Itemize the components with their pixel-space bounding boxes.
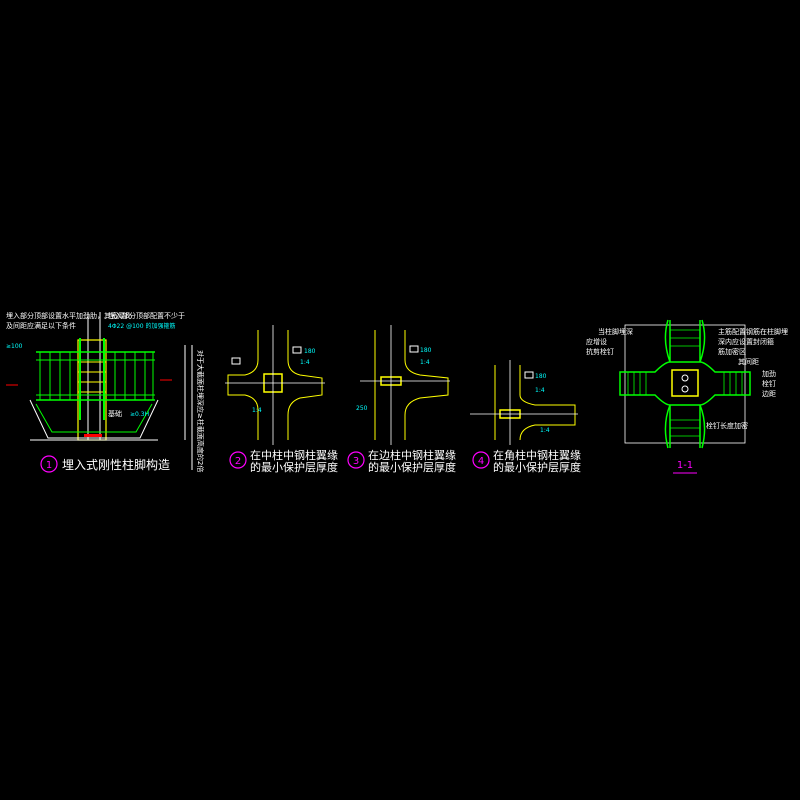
label-a: 加劲	[762, 369, 776, 378]
note-left-3: 抗剪栓钉	[586, 347, 614, 356]
label-c: 边距	[762, 389, 776, 398]
detail4-corner-column: 180 1:4 1:4 4 在角柱中钢柱翼缘 的最小保护层厚度	[470, 360, 581, 474]
detail-number: 3	[353, 456, 359, 467]
steel-column-outline	[77, 339, 107, 441]
note-top-right-2: 4Φ22 @100 的加强箍筋	[108, 322, 175, 330]
detail-number-circle	[347, 451, 365, 469]
concrete-outline	[227, 330, 323, 440]
base-value: ≥0.3H	[130, 411, 149, 418]
label-b: 栓钉	[762, 379, 776, 388]
dim-marker	[292, 346, 302, 354]
note-right-2: 深内应设置封闭箍	[718, 337, 774, 346]
dim-c: 250	[356, 405, 368, 412]
stirrups-group	[39, 352, 154, 400]
foundation-outline	[29, 399, 159, 439]
caption-line1: 在角柱中钢柱翼缘	[493, 448, 581, 462]
dim-a: 180	[304, 348, 316, 355]
note-top-right: 埋入部分顶部配置不少于	[108, 311, 185, 320]
dim-c: 1:4	[540, 427, 550, 434]
concrete-outline	[494, 365, 576, 441]
caption-line2: 的最小保护层厚度	[250, 460, 338, 474]
dim-c: 1:4	[252, 407, 262, 414]
label-bottom: 栓钉长度加密	[706, 421, 748, 430]
note-left-2: 应增设	[586, 337, 607, 346]
rebar-hatch	[627, 329, 743, 437]
dim-marker	[409, 345, 419, 353]
stiffener-plates	[78, 361, 106, 393]
bolt-circle	[681, 374, 689, 382]
side-note: 对于大截面柱埋深应≥柱截面高度的2倍	[196, 350, 205, 472]
detail-number: 2	[235, 456, 241, 467]
detail-number-circle	[40, 455, 58, 473]
steel-column-box	[671, 369, 699, 397]
section-title: 1-1	[677, 460, 693, 471]
dim-b: 1:4	[300, 359, 310, 366]
dim-marker	[231, 357, 241, 365]
dim-a: 180	[420, 347, 432, 354]
detail-caption: 埋入式刚性柱脚构造	[62, 457, 170, 472]
note-top-left-2: 及间距应满足以下条件	[6, 321, 76, 330]
caption-line2: 的最小保护层厚度	[493, 460, 581, 474]
bolt-circle	[681, 385, 689, 393]
caption-line1: 在中柱中钢柱翼缘	[250, 448, 338, 462]
base-label: 基础	[108, 409, 122, 418]
base-plate	[84, 434, 102, 437]
note-left-1: 当柱脚埋深	[598, 327, 633, 336]
concrete-outline	[374, 330, 449, 440]
detail-number-circle	[472, 451, 490, 469]
note-right-4: 其间距	[738, 358, 759, 366]
detail-number: 4	[478, 456, 484, 467]
detail-number: 1	[46, 460, 52, 471]
dim-left-label: ≥100	[6, 343, 23, 350]
beam-band-horizontal	[619, 361, 751, 406]
section-frame	[624, 324, 746, 444]
detail2-middle-column: 180 1:4 1:4 2 在中柱中钢柱翼缘 的最小保护层厚度	[225, 325, 338, 474]
note-right-1: 主筋配置钢筋在柱脚埋	[718, 327, 788, 336]
foundation-rebar	[35, 403, 153, 433]
column-rebar	[79, 338, 105, 420]
note-right-3: 筋加密区	[718, 347, 746, 356]
dim-a: 180	[535, 373, 547, 380]
note-top-left: 埋入部分顶部设置水平加劲肋，其宽厚比	[6, 311, 132, 320]
section-1-1: 当柱脚埋深 应增设 抗剪栓钉 主筋配置钢筋在柱脚埋 深内应设置封闭箍 筋加密区 …	[586, 319, 788, 474]
caption-line1: 在边柱中钢柱翼缘	[368, 448, 456, 462]
detail3-edge-column: 180 1:4 250 3 在边柱中钢柱翼缘 的最小保护层厚度	[347, 325, 456, 474]
detail-number-circle	[229, 451, 247, 469]
dim-marker	[524, 371, 534, 379]
dim-b: 1:4	[420, 359, 430, 366]
dim-b: 1:4	[535, 387, 545, 394]
beam-band-vertical	[664, 319, 706, 449]
caption-line2: 的最小保护层厚度	[368, 460, 456, 474]
detail1-embedded-column-base: 埋入部分顶部设置水平加劲肋，其宽厚比 及间距应满足以下条件 埋入部分顶部配置不少…	[6, 311, 205, 473]
